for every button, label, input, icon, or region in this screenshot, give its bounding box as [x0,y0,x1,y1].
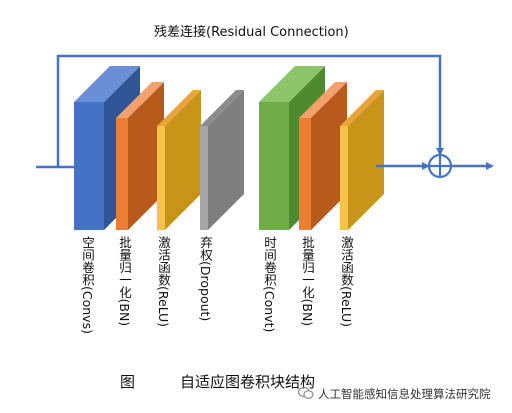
block-label-3: 激活函数(ReLU) [156,236,171,328]
figure-caption-number: 图 [120,373,136,391]
block-label-2: 批量归一化(BN) [117,236,132,327]
add-node [427,153,453,179]
block-side-face [208,90,244,230]
block-top-face [340,90,384,126]
block-label-1: 空间卷积(Convs) [80,236,95,334]
block-top-face [299,82,347,118]
block-side-face [165,90,201,230]
layer-block-3 [157,90,201,230]
block-front-face [299,118,311,230]
layer-block-4 [200,90,244,230]
block-front-face [116,118,128,230]
block-front-face [157,126,165,230]
block-side-face [348,90,384,230]
block-top-face [259,66,325,102]
blocks-layer [58,66,384,230]
block-front-face [74,102,104,230]
block-front-face [200,126,208,230]
wechat-icon [298,386,314,399]
figure-caption-title: 自适应图卷积块结构 [180,373,316,391]
block-side-face [128,82,164,230]
block-label-5: 时间卷积(Convt) [262,236,277,333]
layer-block-2 [116,82,164,230]
block-label-6: 批量归一化(BN) [300,236,315,327]
block-front-face [259,102,289,230]
watermark-text: 人工智能感知信息处理算法研究院 [318,387,491,401]
residual-connection-line [36,54,444,169]
block-top-face [74,66,140,102]
block-side-face [311,82,347,230]
block-top-face [200,90,244,126]
block-top-face [116,82,164,118]
block-label-7: 激活函数(ReLU) [339,236,354,328]
residual-connection-title: 残差连接(Residual Connection) [154,25,349,40]
block-front-face [340,126,348,230]
block-label-4: 弃权(Dropout) [198,236,213,322]
layer-block-6 [299,82,347,230]
layer-block-7 [340,90,384,230]
block-top-face [157,90,201,126]
